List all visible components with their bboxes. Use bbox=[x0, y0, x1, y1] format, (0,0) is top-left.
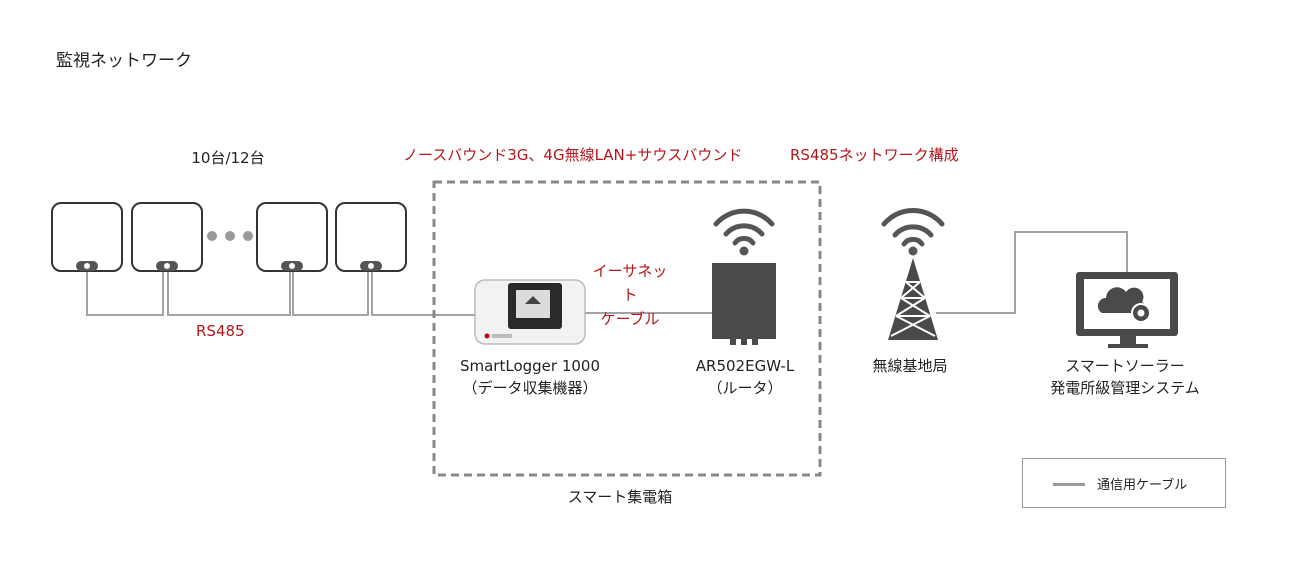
smartlogger-name: SmartLogger 1000 bbox=[459, 357, 601, 375]
legend-cable-swatch bbox=[1053, 483, 1085, 486]
rs485-label: RS485 bbox=[196, 322, 245, 340]
base-station-caption: 無線基地局 bbox=[840, 355, 980, 377]
management-system-desc: 発電所級管理システム bbox=[1050, 379, 1200, 397]
smartlogger-device bbox=[474, 279, 586, 345]
management-system-caption: スマートソーラー 発電所級管理システム bbox=[1020, 355, 1230, 399]
ethernet-cable-label: イーサネット ケーブル bbox=[590, 259, 670, 331]
rs485-cable-to-logger bbox=[371, 270, 475, 316]
rs485-cable-2 bbox=[167, 270, 291, 316]
network-note: ノースバウンド3G、4G無線LAN+サウスバウンド bbox=[403, 146, 743, 164]
management-system-name: スマートソーラー bbox=[1065, 357, 1185, 375]
ethernet-label-line-1: イーサネット bbox=[592, 262, 668, 304]
smartlogger-caption: SmartLogger 1000 （データ収集機器） bbox=[440, 355, 620, 399]
inverter-count-label: 10台/12台 bbox=[191, 149, 265, 167]
router-wifi-dot bbox=[739, 246, 749, 256]
ethernet-label-line-2: ケーブル bbox=[600, 310, 660, 328]
page-title: 監視ネットワーク bbox=[56, 51, 192, 71]
enclosure-label: スマート集電箱 bbox=[567, 488, 673, 506]
router-caption: AR502EGW-L （ルータ） bbox=[660, 355, 830, 399]
smart-combiner-box-outline bbox=[432, 180, 822, 477]
base-station-wifi-dot bbox=[908, 246, 918, 256]
router-device bbox=[712, 263, 776, 345]
rs485-cable-1 bbox=[86, 270, 164, 316]
legend: 通信用ケーブル bbox=[1022, 458, 1226, 508]
router-wifi-icon bbox=[713, 208, 775, 246]
smartlogger-desc: （データ収集機器） bbox=[462, 379, 598, 397]
router-name: AR502EGW-L bbox=[695, 357, 795, 375]
rs485-network-note: RS485ネットワーク構成 bbox=[790, 146, 959, 164]
tower-icon bbox=[888, 258, 938, 340]
inverter-4 bbox=[335, 202, 407, 272]
base-station-name: 無線基地局 bbox=[872, 357, 948, 375]
inverter-1 bbox=[51, 202, 123, 272]
cloud-gear-icon bbox=[1097, 287, 1151, 323]
legend-cable-label: 通信用ケーブル bbox=[1097, 478, 1188, 493]
inverter-2 bbox=[131, 202, 203, 272]
rs485-cable-3 bbox=[292, 270, 369, 316]
inverter-3 bbox=[256, 202, 328, 272]
base-station-wifi-icon bbox=[881, 208, 945, 247]
router-desc: （ルータ） bbox=[707, 379, 783, 397]
wireless-link bbox=[936, 231, 1128, 314]
ellipsis-dots bbox=[207, 231, 253, 241]
